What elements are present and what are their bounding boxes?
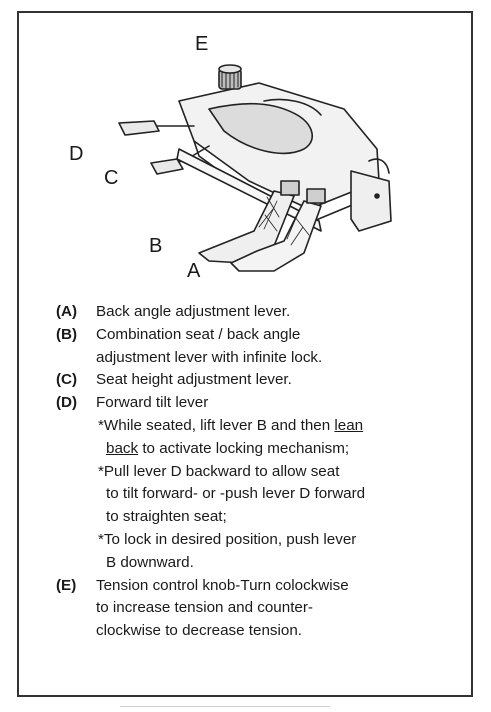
mechanism-illustration [118,64,392,272]
bottom-divider [120,706,330,707]
item-key: (B) [56,325,78,343]
item-line: clockwise to decrease tension. [96,622,302,640]
item-line: Back angle adjustment lever. [96,303,291,320]
note-text: to straighten seat; [106,508,227,526]
note-text: *To lock in desired position, push lever [98,530,357,548]
manual-panel: E D C B A (A) Back angle adjustment leve… [17,11,473,697]
diagram-label-c: C [104,167,119,189]
item-line: Forward tilt lever [96,394,209,412]
item-line: Combination seat / back angle [96,325,301,343]
note-text: *While seated, lift lever B and then [98,416,335,434]
diagram-label-a: A [187,260,201,282]
item-key: (A) [56,303,78,320]
item-key: (D) [56,394,78,412]
note-text: to activate locking mechanism; [138,439,350,457]
note-text: to tilt forward- or -push lever D forwar… [106,485,366,503]
item-a: (A) Back angle adjustment lever. [56,301,466,324]
item-key: (E) [56,576,77,594]
note-underlined: back [106,439,139,457]
item-line: adjustment lever with infinite lock. [96,348,323,366]
note-text: *Pull lever D backward to allow seat [98,462,340,480]
item-c: (C) Seat height adjustment lever. [56,369,466,392]
note-text: B downward. [106,553,194,571]
note-lock-position: *To lock in desired position, push lever… [96,529,466,575]
diagram-label-d: D [69,143,84,165]
diagram-label-b: B [149,235,163,257]
note-tilt-forward: *Pull lever D backward to allow seat to … [96,461,466,529]
item-line: Tension control knob-Turn colockwise [96,576,349,594]
item-e: (E) Tension control knob-Turn colockwise… [56,575,466,643]
note-underlined: lean [334,416,364,434]
item-b: (B) Combination seat / back angle adjust… [56,324,466,370]
note-lean-back: *While seated, lift lever B and then lea… [96,415,466,461]
item-key: (C) [56,371,78,389]
item-d: (D) Forward tilt lever [56,392,466,415]
item-line: Seat height adjustment lever. [96,371,292,389]
item-line: to increase tension and counter- [96,599,313,617]
chair-mechanism-diagram: E D C B A [59,31,419,293]
diagram-label-e: E [195,33,209,55]
lever-descriptions: (A) Back angle adjustment lever. (B) Com… [56,301,466,643]
